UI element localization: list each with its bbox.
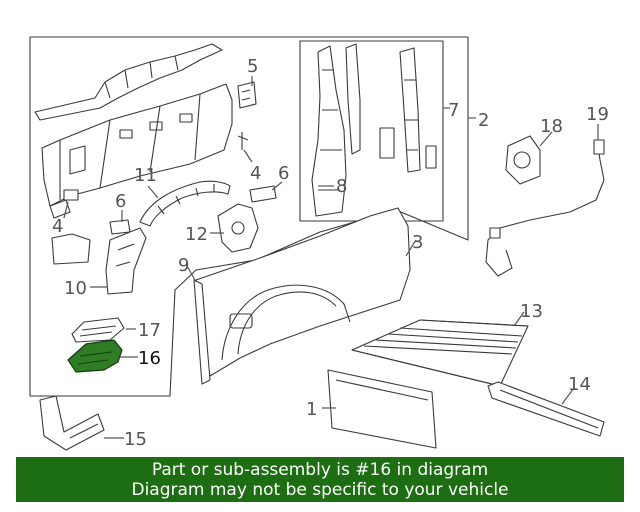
front-panel-1-part xyxy=(327,369,437,449)
callout-3: 3 xyxy=(412,232,423,253)
brackets-group-7-part xyxy=(379,127,437,169)
clip-4-left-part xyxy=(63,189,79,201)
bracket-10-part xyxy=(105,227,147,295)
callout-15: 15 xyxy=(124,429,147,450)
callout-6-right: 6 xyxy=(278,163,289,184)
bed-floor-13-part xyxy=(351,319,529,387)
banner-line-1: Part or sub-assembly is #16 in diagram xyxy=(151,460,489,480)
callout-13: 13 xyxy=(520,301,543,322)
callout-4-upper: 4 xyxy=(250,163,261,184)
plate-6-right-part xyxy=(249,185,277,203)
pillar-8-part xyxy=(311,45,347,217)
callout-14: 14 xyxy=(568,374,591,395)
callout-4-left: 4 xyxy=(52,216,63,237)
callout-17: 17 xyxy=(138,320,161,341)
clip-4-upper-part xyxy=(237,132,249,150)
pillar-right-part xyxy=(399,47,421,173)
strip-9-part xyxy=(193,279,211,385)
callout-18: 18 xyxy=(540,116,563,137)
callout-7: 7 xyxy=(448,100,459,121)
leader-lines xyxy=(63,76,599,439)
parts-diagram: 2 7 5 4 4 6 6 8 11 12 3 9 10 13 17 16 14… xyxy=(29,36,609,451)
callout-2: 2 xyxy=(478,110,489,131)
banner-line-2: Diagram may not be specific to your vehi… xyxy=(131,480,509,500)
bracket-5-part xyxy=(237,81,257,109)
crossmember-14-part xyxy=(487,381,605,437)
info-banner: Part or sub-assembly is #16 in diagram D… xyxy=(16,457,624,502)
callout-11: 11 xyxy=(134,165,157,186)
wheelhouse-liner-11-part xyxy=(139,180,231,227)
callout-6-left: 6 xyxy=(115,191,126,212)
module-18-part xyxy=(505,135,541,185)
plate-6-left-part xyxy=(109,219,131,235)
wiring-harness-19-part xyxy=(485,139,605,277)
callout-16: 16 xyxy=(138,348,161,369)
bracket-left-part xyxy=(51,233,91,265)
callout-12: 12 xyxy=(185,224,208,245)
step-16-highlighted-part xyxy=(67,339,123,373)
inner-panel-part xyxy=(41,83,233,219)
bracket-15-part xyxy=(39,395,105,451)
callout-10: 10 xyxy=(64,278,87,299)
callout-8: 8 xyxy=(336,176,347,197)
callout-5: 5 xyxy=(247,56,258,77)
pillar-inner-part xyxy=(345,43,361,155)
top-rail-part xyxy=(34,43,223,121)
callout-9: 9 xyxy=(178,255,189,276)
callout-1: 1 xyxy=(306,399,317,420)
callout-19: 19 xyxy=(586,104,609,125)
panel-12-part xyxy=(217,203,259,253)
step-pad-17-part xyxy=(71,317,125,343)
